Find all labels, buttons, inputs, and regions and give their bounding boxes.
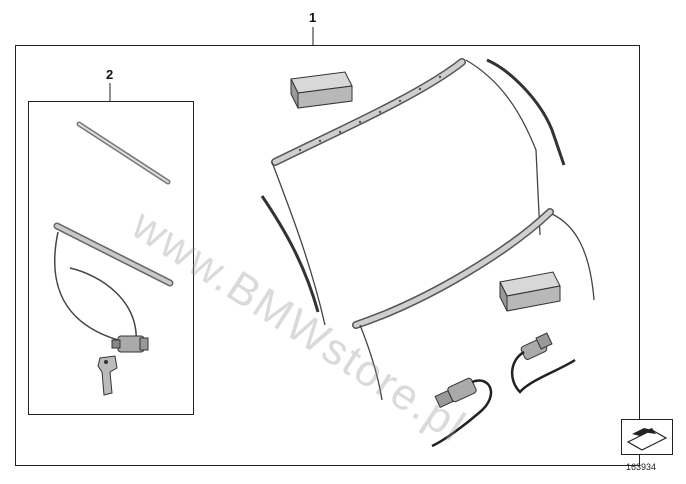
callout-2: 2 <box>106 67 114 82</box>
motor-unit <box>111 335 149 353</box>
arrow-icon <box>626 428 668 451</box>
subset-frame <box>28 101 194 415</box>
kit-frame <box>15 45 640 466</box>
drain-hose-left <box>260 195 320 313</box>
motor-right <box>511 332 576 394</box>
motor-left <box>431 377 493 448</box>
kit-upper <box>260 58 566 326</box>
drain-hose-right <box>486 58 566 166</box>
kit-lower <box>352 208 595 448</box>
parts-box-upper <box>290 71 353 109</box>
mounting-bracket <box>97 355 118 396</box>
drive-cable <box>53 231 119 341</box>
corner-icon-box <box>621 419 673 455</box>
subset-parts <box>53 121 174 396</box>
parts-box-lower <box>499 271 561 312</box>
callout-1: 1 <box>309 10 317 25</box>
diagram-number: 163934 <box>626 462 657 472</box>
